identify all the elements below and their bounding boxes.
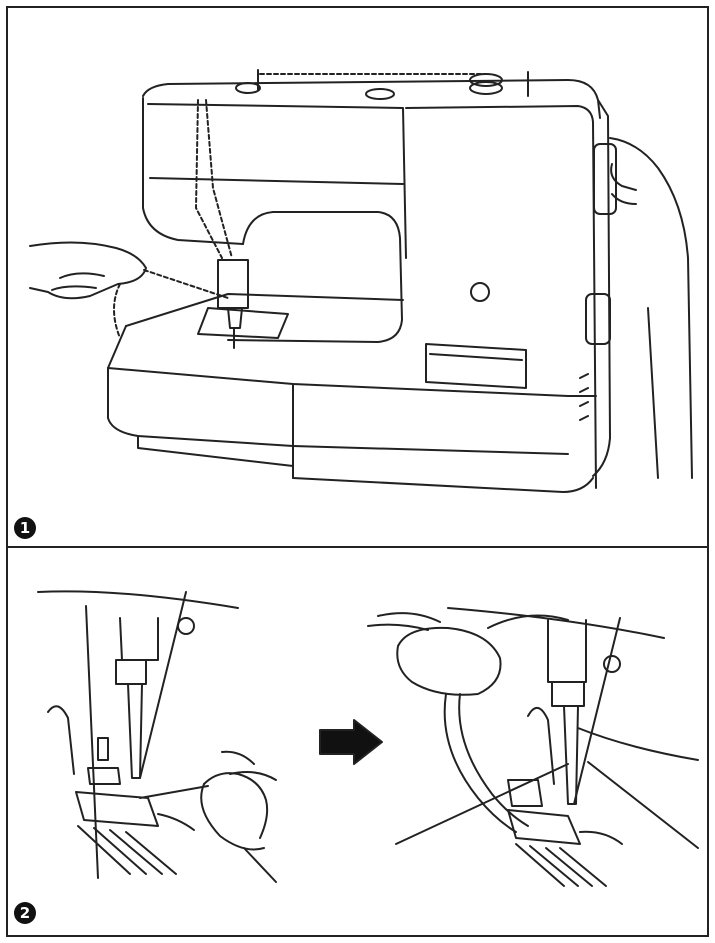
sewing-machine-illustration: [29, 69, 693, 493]
step-1-badge: 1: [14, 517, 36, 539]
step-2-badge: 2: [14, 902, 36, 924]
presser-foot-illustration: [37, 590, 699, 887]
step-1-panel: 1: [6, 6, 709, 548]
step-2-panel: 2: [6, 548, 709, 937]
right-arrow-icon: [319, 719, 383, 765]
